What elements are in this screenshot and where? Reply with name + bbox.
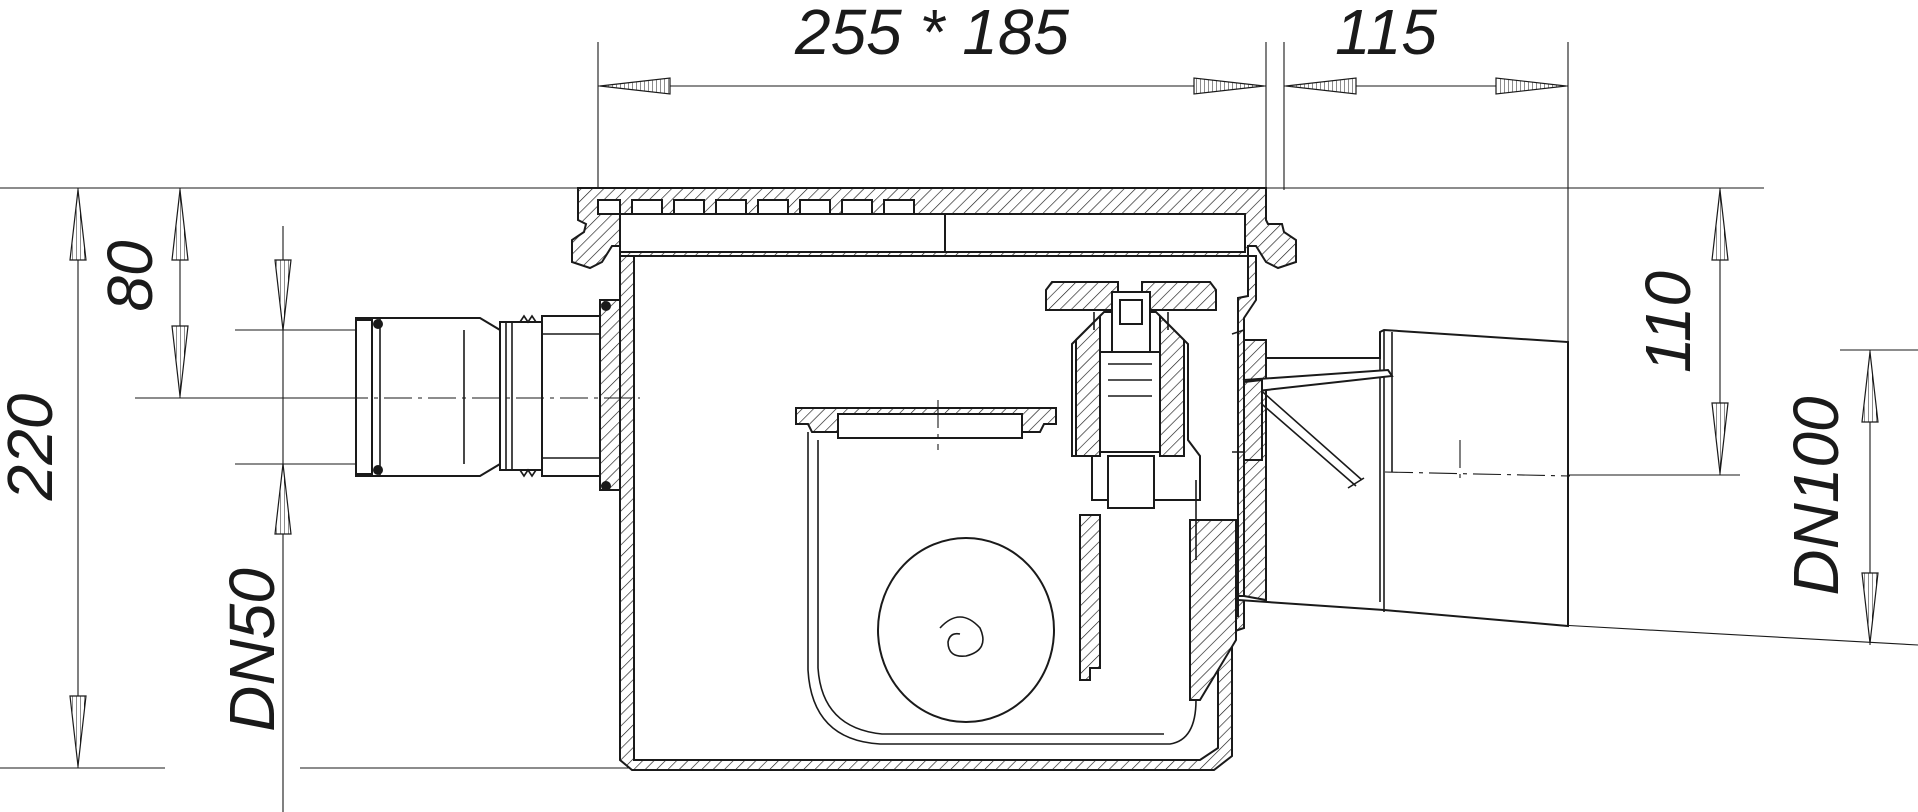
outlet-pipe [1237,328,1571,628]
outlet-diameter-label: DN100 [1780,396,1852,596]
dimension-lines [0,42,1918,812]
outlet-height-label: 110 [1632,271,1704,373]
grate-size-label: 255 * 185 [794,0,1069,68]
total-height-label: 220 [0,393,66,501]
inlet-diameter-label: DN50 [216,568,288,732]
outlet-offset-label: 115 [1335,0,1437,68]
inlet-height-label: 80 [94,240,166,312]
drain-body [340,187,1297,771]
